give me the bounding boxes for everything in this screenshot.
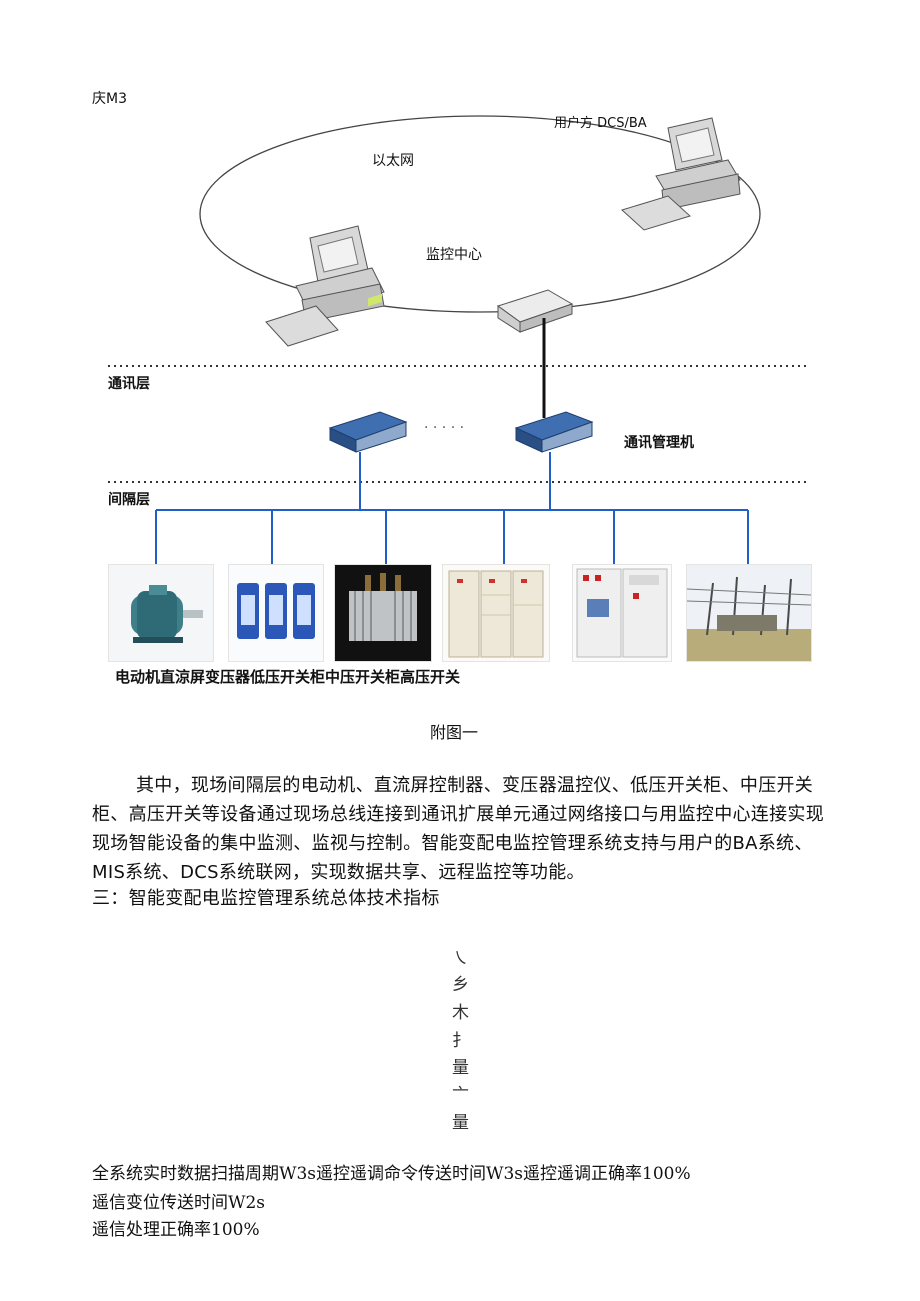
low-voltage-cabinet-photo [442, 564, 550, 662]
spec-line: 遥信处理正确率100% [92, 1220, 260, 1240]
vertical-fragment: 扌 [452, 1031, 469, 1051]
section-heading: 三：智能变配电监控管理系统总体技术指标 [92, 888, 440, 909]
comm-manager-device-icon [514, 411, 594, 453]
monitor-center-computer-icon [265, 225, 385, 347]
vertical-fragment: ㇏ [452, 949, 469, 969]
comm-manager-label: 通讯管理机 [624, 435, 694, 451]
comm-manager-device-icon [328, 293, 408, 453]
devices-caption: 电动机直涼屏变压器低压开关柜中压开关柜高压开关 [115, 668, 461, 686]
monitor-center-label: 监控中心 [426, 247, 482, 263]
spec-line: 遥信变位传送时间W2s [92, 1193, 266, 1213]
dc-panel-photo [228, 564, 324, 662]
corner-label: 庆M3 [92, 91, 127, 107]
vertical-fragment: 木 [452, 1003, 469, 1023]
ethernet-ring [199, 115, 761, 313]
spec-line: 全系统实时数据扫描周期W3s遥控遥调命令传送时间W3s遥控遥调正确率100% [92, 1164, 691, 1184]
network-diagram [108, 115, 808, 566]
bay-layer-label: 间隔层 [108, 492, 150, 508]
comm-layer-label: 通讯层 [108, 376, 150, 392]
high-voltage-switchyard-photo [686, 564, 812, 662]
ethernet-label: 以太网 [372, 153, 414, 169]
user-computer-icon [621, 117, 741, 231]
vertical-fragment: 乡 [452, 975, 469, 995]
network-switch-icon [496, 289, 574, 333]
user-side-label: 用户方 DCS/BA [554, 116, 647, 131]
comm-manager-ellipsis: · · · · · [424, 420, 465, 436]
transformer-photo [334, 564, 432, 662]
figure-caption: 附图一 [430, 723, 479, 742]
vertical-fragment: 亠 [452, 1085, 469, 1105]
vertical-fragment: 量 [452, 1058, 469, 1078]
medium-voltage-cabinet-photo [572, 564, 672, 662]
vertical-fragment: 量 [452, 1113, 469, 1133]
motor-photo [108, 564, 214, 662]
body-paragraph: 其中，现场间隔层的电动机、直流屏控制器、变压器温控仪、低压开关柜、中压开关柜、高… [92, 775, 824, 883]
